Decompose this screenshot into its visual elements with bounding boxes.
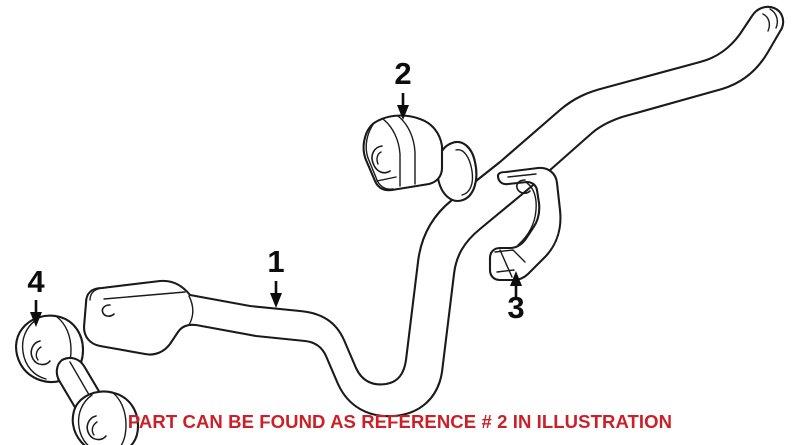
- bushing-bore-slot: [371, 145, 391, 174]
- end-link-upper-eye-face: [21, 319, 47, 380]
- bushing-outline: [362, 114, 444, 192]
- bar-left-mount-hole: [101, 304, 115, 317]
- callout-2-number: 2: [394, 56, 411, 91]
- end-link-lower-hole-inner: [91, 421, 98, 436]
- callout-1-group: 1: [267, 244, 285, 308]
- stabilizer-bar-outline: [82, 5, 785, 418]
- bracket-top-tab-edge: [507, 173, 537, 178]
- bushing-top-ridge: [382, 118, 401, 187]
- bracket-bottom-tab-edge: [496, 269, 515, 273]
- end-link-shank-crease: [69, 361, 93, 401]
- end-link-upper-hole: [30, 340, 51, 366]
- bushing-bore-slot-inner: [376, 151, 382, 165]
- end-link-lower-eye-ridge: [111, 391, 127, 445]
- reference-caption: PART CAN BE FOUND AS REFERENCE # 2 IN IL…: [127, 411, 673, 432]
- end-link-upper-hole-inner: [35, 346, 42, 361]
- bushing-front-face-edge: [365, 122, 394, 190]
- callout-3-group: 3: [507, 271, 525, 325]
- callout-1-number: 1: [267, 244, 284, 279]
- bracket-bolt-hole: [516, 179, 531, 194]
- bracket-inner-curve: [517, 182, 537, 246]
- collar-outline: [436, 141, 478, 202]
- bar-left-end-edge: [89, 287, 105, 301]
- bushing-lower-edge: [376, 176, 397, 182]
- callout-3-number: 3: [507, 290, 524, 325]
- sway-bar-end-link-part: [15, 314, 140, 445]
- callout-4-group: 4: [27, 264, 45, 327]
- callout-3-arrow-head: [510, 271, 522, 286]
- stabilizer-bushing-part: [362, 114, 444, 192]
- collar-inner-edge: [455, 149, 474, 196]
- end-link-lower-eye-face: [77, 394, 93, 445]
- bar-right-tube-lip: [762, 13, 771, 32]
- bar-left-bend-crease: [188, 295, 194, 326]
- callout-4-arrow-head: [30, 312, 42, 327]
- callout-1-arrow-head: [270, 293, 282, 308]
- stabilizer-bar-part: [82, 5, 785, 418]
- bushing-bracket-part: [488, 166, 562, 282]
- bracket-bottom-diagonal: [499, 249, 513, 278]
- callout-2-arrow-head: [397, 105, 409, 120]
- bar-collar-ring: [436, 141, 478, 202]
- bar-right-tube-opening: [769, 8, 779, 29]
- bushing-top-ridge-2: [397, 115, 416, 185]
- callout-2-group: 2: [394, 56, 412, 120]
- end-link-lower-hole: [86, 415, 107, 441]
- bracket-outline: [488, 166, 562, 282]
- callout-4-number: 4: [27, 264, 45, 299]
- bar-left-paddle-crease: [103, 291, 186, 300]
